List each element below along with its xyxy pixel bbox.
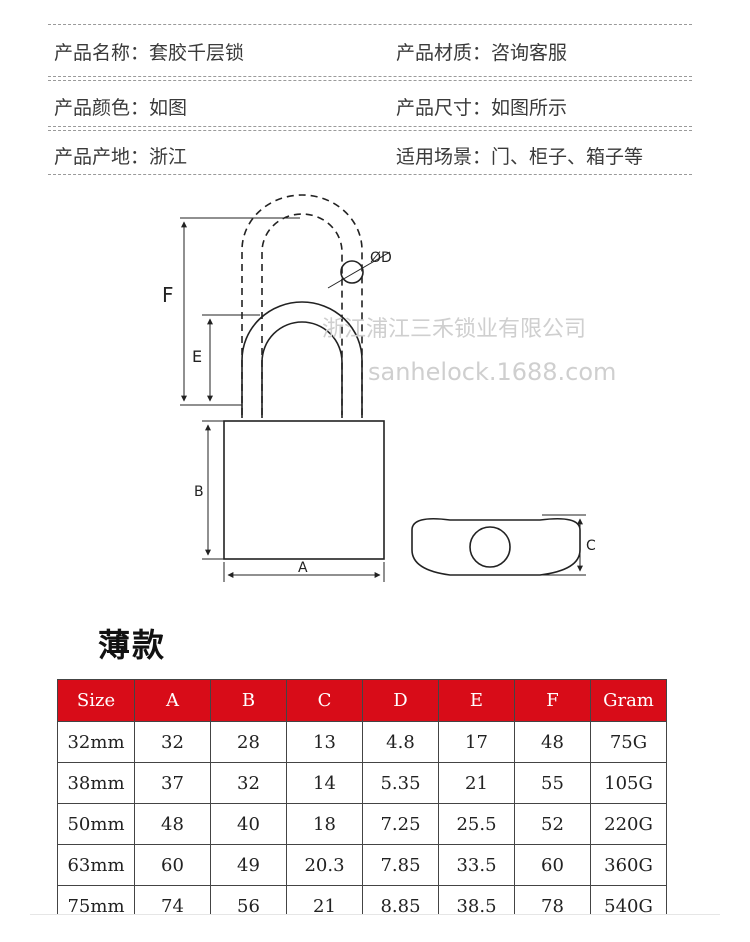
header-e: E — [438, 679, 515, 722]
table-cell: 50mm — [57, 803, 135, 845]
table-cell: 33.5 — [438, 844, 515, 886]
name-value: 套胶千层锁 — [149, 42, 245, 64]
table-cell: 20.3 — [286, 844, 363, 886]
usage-value: 门、柜子、箱子等 — [491, 146, 644, 168]
table-cell: 13 — [286, 721, 363, 763]
table-cell: 63mm — [57, 844, 135, 886]
info-row-name: 产品名称：套胶千层锁 产品材质：咨询客服 — [48, 38, 692, 86]
padlock-dimension-diagram: F E ØD B A C 浙江浦江三禾锁业有限公司 sanhelock.1688… — [162, 194, 616, 582]
table-header-row: Size A B C D E F Gram — [57, 679, 667, 722]
material-value: 咨询客服 — [491, 42, 568, 64]
origin-label: 产品产地： — [54, 146, 150, 168]
table-cell: 220G — [590, 803, 667, 845]
size-value: 如图所示 — [491, 97, 568, 119]
watermark-url: sanhelock.1688.com — [368, 358, 616, 386]
divider — [48, 174, 692, 175]
usage-label: 适用场景： — [396, 146, 492, 168]
spec-table: Size A B C D E F Gram 32mm 32 28 13 4.8 … — [57, 679, 667, 927]
name-label: 产品名称： — [54, 42, 150, 64]
color-label: 产品颜色： — [54, 97, 150, 119]
table-cell: 37 — [134, 762, 211, 804]
table-cell: 49 — [210, 844, 287, 886]
table-cell: 75G — [590, 721, 667, 763]
table-cell: 52 — [514, 803, 591, 845]
header-b: B — [210, 679, 287, 722]
label-e: E — [192, 347, 202, 366]
table-cell: 60 — [514, 844, 591, 886]
lock-body — [223, 420, 385, 560]
header-size: Size — [57, 679, 135, 722]
open-shackle-outer — [241, 194, 363, 415]
divider — [48, 76, 692, 81]
label-f: F — [162, 283, 174, 307]
watermark-company: 浙江浦江三禾锁业有限公司 — [322, 317, 586, 342]
info-row-origin: 产品产地：浙江 适用场景：门、柜子、箱子等 — [48, 142, 692, 190]
keyhole-circle — [469, 526, 511, 568]
table-cell: 4.8 — [362, 721, 439, 763]
size-label: 产品尺寸： — [396, 97, 492, 119]
table-row: 50mm 48 40 18 7.25 25.5 52 220G — [57, 803, 667, 845]
table-cell: 32mm — [57, 721, 135, 763]
table-cell: 14 — [286, 762, 363, 804]
table-cell: 32 — [134, 721, 211, 763]
section-title: 薄款 — [98, 626, 167, 664]
table-cell: 48 — [134, 803, 211, 845]
table-cell: 48 — [514, 721, 591, 763]
label-d: ØD — [370, 250, 392, 266]
shackle-outer — [241, 301, 363, 418]
table-cell: 60 — [134, 844, 211, 886]
table-cell: 7.85 — [362, 844, 439, 886]
table-cell: 25.5 — [438, 803, 515, 845]
label-b: B — [194, 484, 204, 500]
header-c: C — [286, 679, 363, 722]
info-row-color: 产品颜色：如图 产品尺寸：如图所示 — [48, 93, 692, 141]
table-cell: 32 — [210, 762, 287, 804]
divider — [48, 24, 692, 25]
table-cell: 18 — [286, 803, 363, 845]
table-row: 32mm 32 28 13 4.8 17 48 75G — [57, 721, 667, 763]
table-cell: 7.25 — [362, 803, 439, 845]
label-c: C — [586, 538, 596, 554]
header-a: A — [134, 679, 211, 722]
material-label: 产品材质： — [396, 42, 492, 64]
table-cell: 38mm — [57, 762, 135, 804]
header-gram: Gram — [590, 679, 667, 722]
header-d: D — [362, 679, 439, 722]
table-cell: 360G — [590, 844, 667, 886]
table-cell: 40 — [210, 803, 287, 845]
origin-value: 浙江 — [149, 146, 188, 168]
table-row: 38mm 37 32 14 5.35 21 55 105G — [57, 762, 667, 804]
dimension-d-line — [327, 251, 391, 289]
table-cell: 21 — [438, 762, 515, 804]
table-row: 63mm 60 49 20.3 7.85 33.5 60 360G — [57, 844, 667, 886]
shackle-diameter-circle — [340, 260, 364, 284]
table-cell: 55 — [514, 762, 591, 804]
label-a: A — [298, 560, 308, 576]
table-cell: 105G — [590, 762, 667, 804]
table-cell: 28 — [210, 721, 287, 763]
table-cell: 17 — [438, 721, 515, 763]
divider — [48, 126, 692, 131]
shackle-inner — [261, 321, 343, 418]
header-f: F — [514, 679, 591, 722]
table-cell: 5.35 — [362, 762, 439, 804]
bottom-edge — [30, 914, 720, 942]
color-value: 如图 — [149, 97, 188, 119]
open-shackle-inner — [261, 213, 343, 415]
